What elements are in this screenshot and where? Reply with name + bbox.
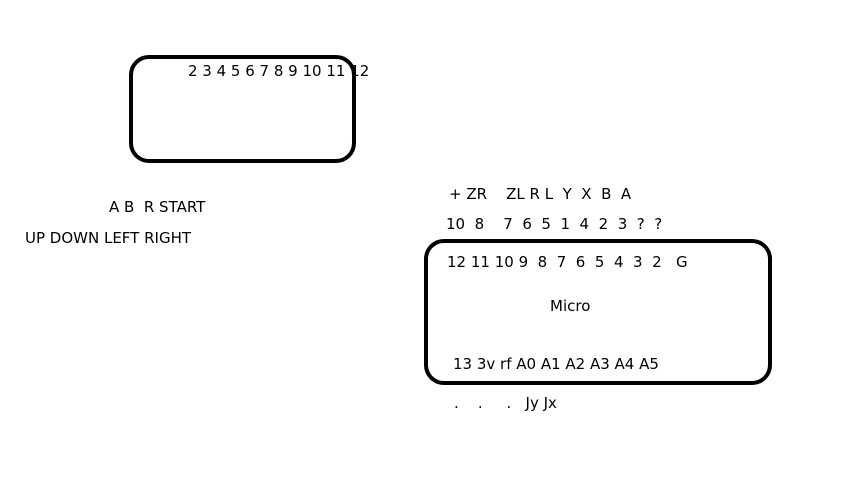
left-board-outline — [129, 55, 356, 163]
micro-board-outline — [424, 239, 772, 385]
buttons-row-2: UP DOWN LEFT RIGHT — [25, 229, 192, 247]
micro-label: Micro — [550, 297, 591, 315]
left-board-pin-row: 2 3 4 5 6 7 8 9 10 11 12 — [188, 62, 370, 80]
controller-labels-top: + ZR ZL R L Y X B A — [449, 185, 632, 203]
micro-pin-row-top: 12 11 10 9 8 7 6 5 4 3 2 G — [447, 253, 688, 271]
micro-pin-row-bottom: 13 3v rf A0 A1 A2 A3 A4 A5 — [453, 355, 659, 373]
buttons-row-1: A B R START — [109, 198, 206, 216]
bottom-joystick-labels: . . . Jy Jx — [454, 394, 557, 412]
controller-pins-top: 10 8 7 6 5 1 4 2 3 ? ? — [446, 215, 663, 233]
